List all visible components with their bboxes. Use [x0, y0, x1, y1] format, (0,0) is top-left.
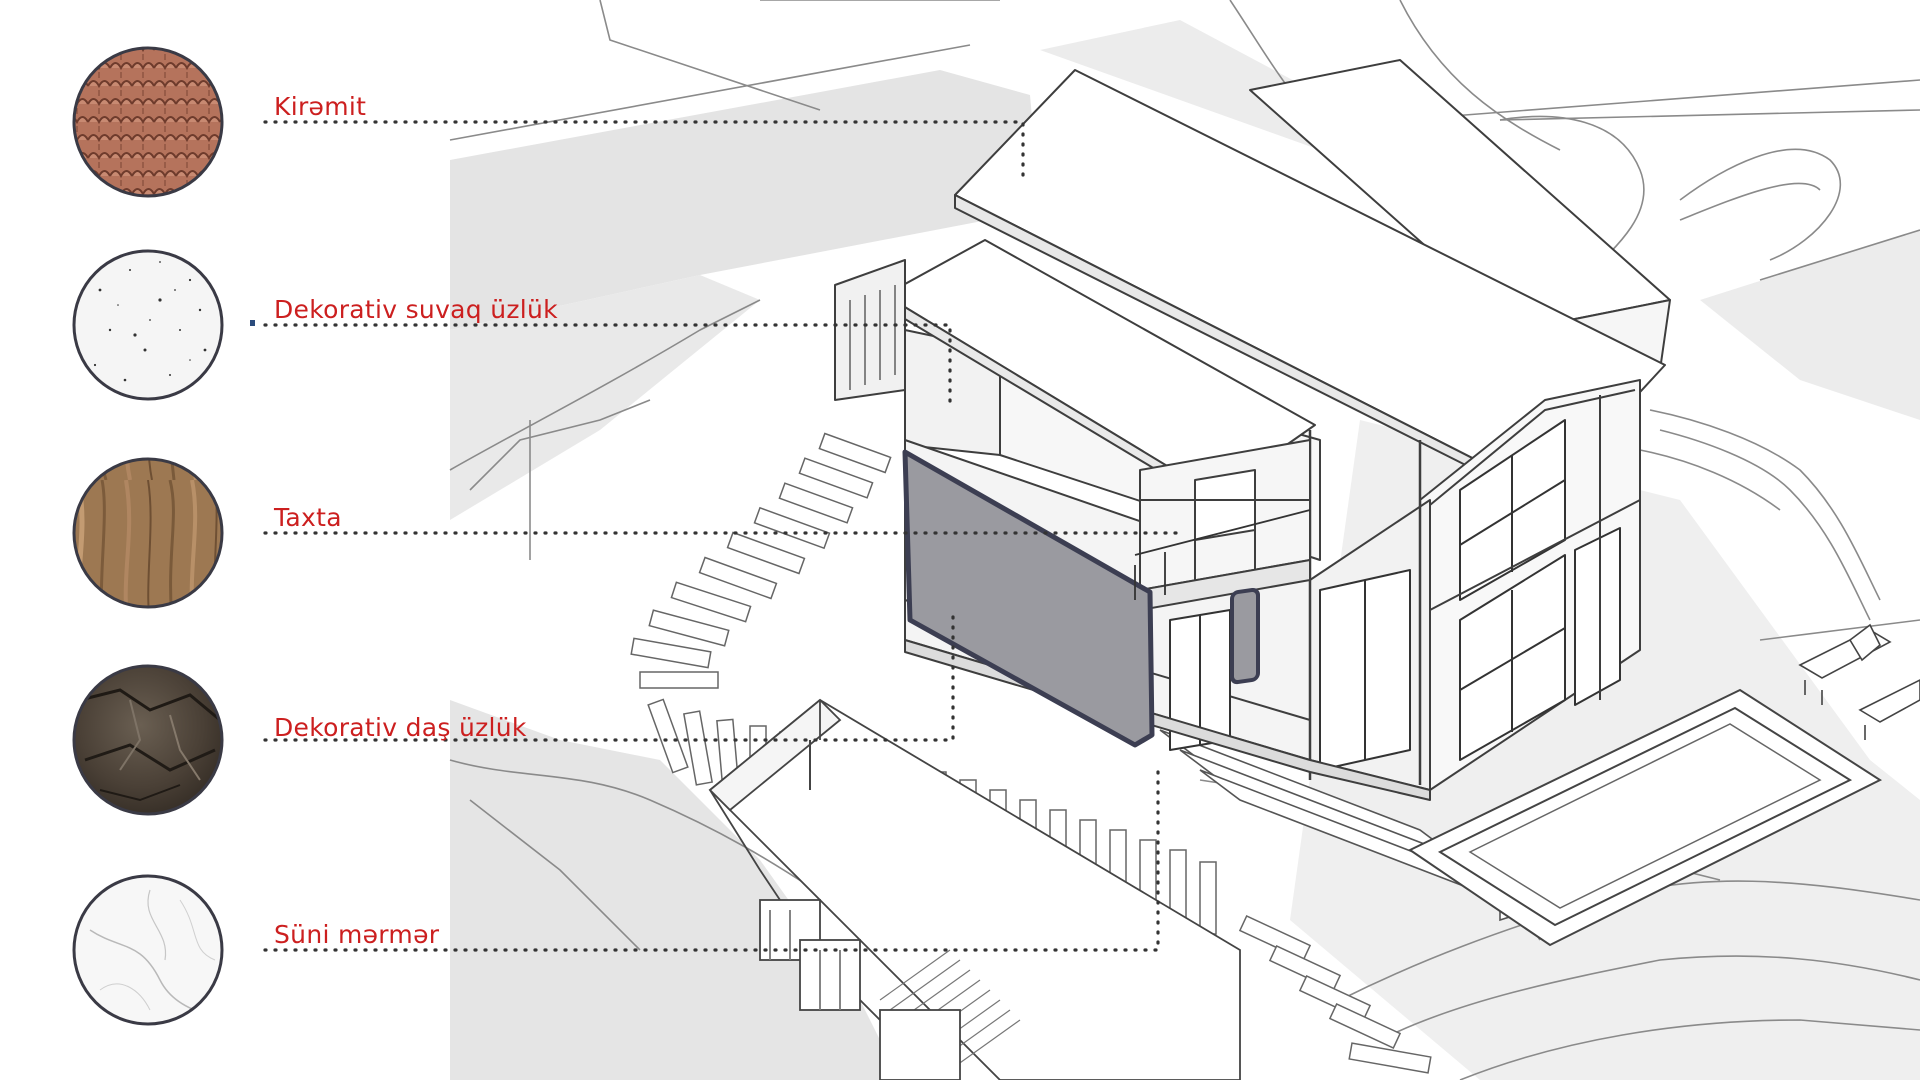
sun-loungers — [1798, 623, 1920, 740]
highlighted-narrow-panel — [1230, 587, 1260, 685]
label-dekorativ-das: Dekorativ daş üzlük — [274, 713, 527, 742]
label-taxta: Taxta — [274, 503, 342, 532]
neighbour-house — [708, 698, 1241, 1080]
label-dekorativ-suvaq: Dekorativ suvaq üzlük — [274, 295, 558, 324]
swimming-pool — [1408, 688, 1883, 947]
label-suni-marmar: Süni mərmər — [274, 920, 440, 949]
swatch-suvaq — [72, 249, 224, 401]
leader-lines — [263, 120, 1187, 952]
label-kiramit: Kirəmit — [274, 92, 367, 121]
leader-line-das — [263, 608, 955, 742]
material-swatches — [72, 46, 224, 1026]
swatch-kiramit — [72, 46, 224, 198]
swatch-das — [72, 664, 224, 816]
highlighted-cladding-panel — [902, 449, 1155, 748]
leader-end-marker — [250, 320, 255, 326]
main-house — [834, 59, 1671, 801]
swatch-taxta — [72, 457, 224, 609]
swatch-marmar — [72, 874, 224, 1026]
